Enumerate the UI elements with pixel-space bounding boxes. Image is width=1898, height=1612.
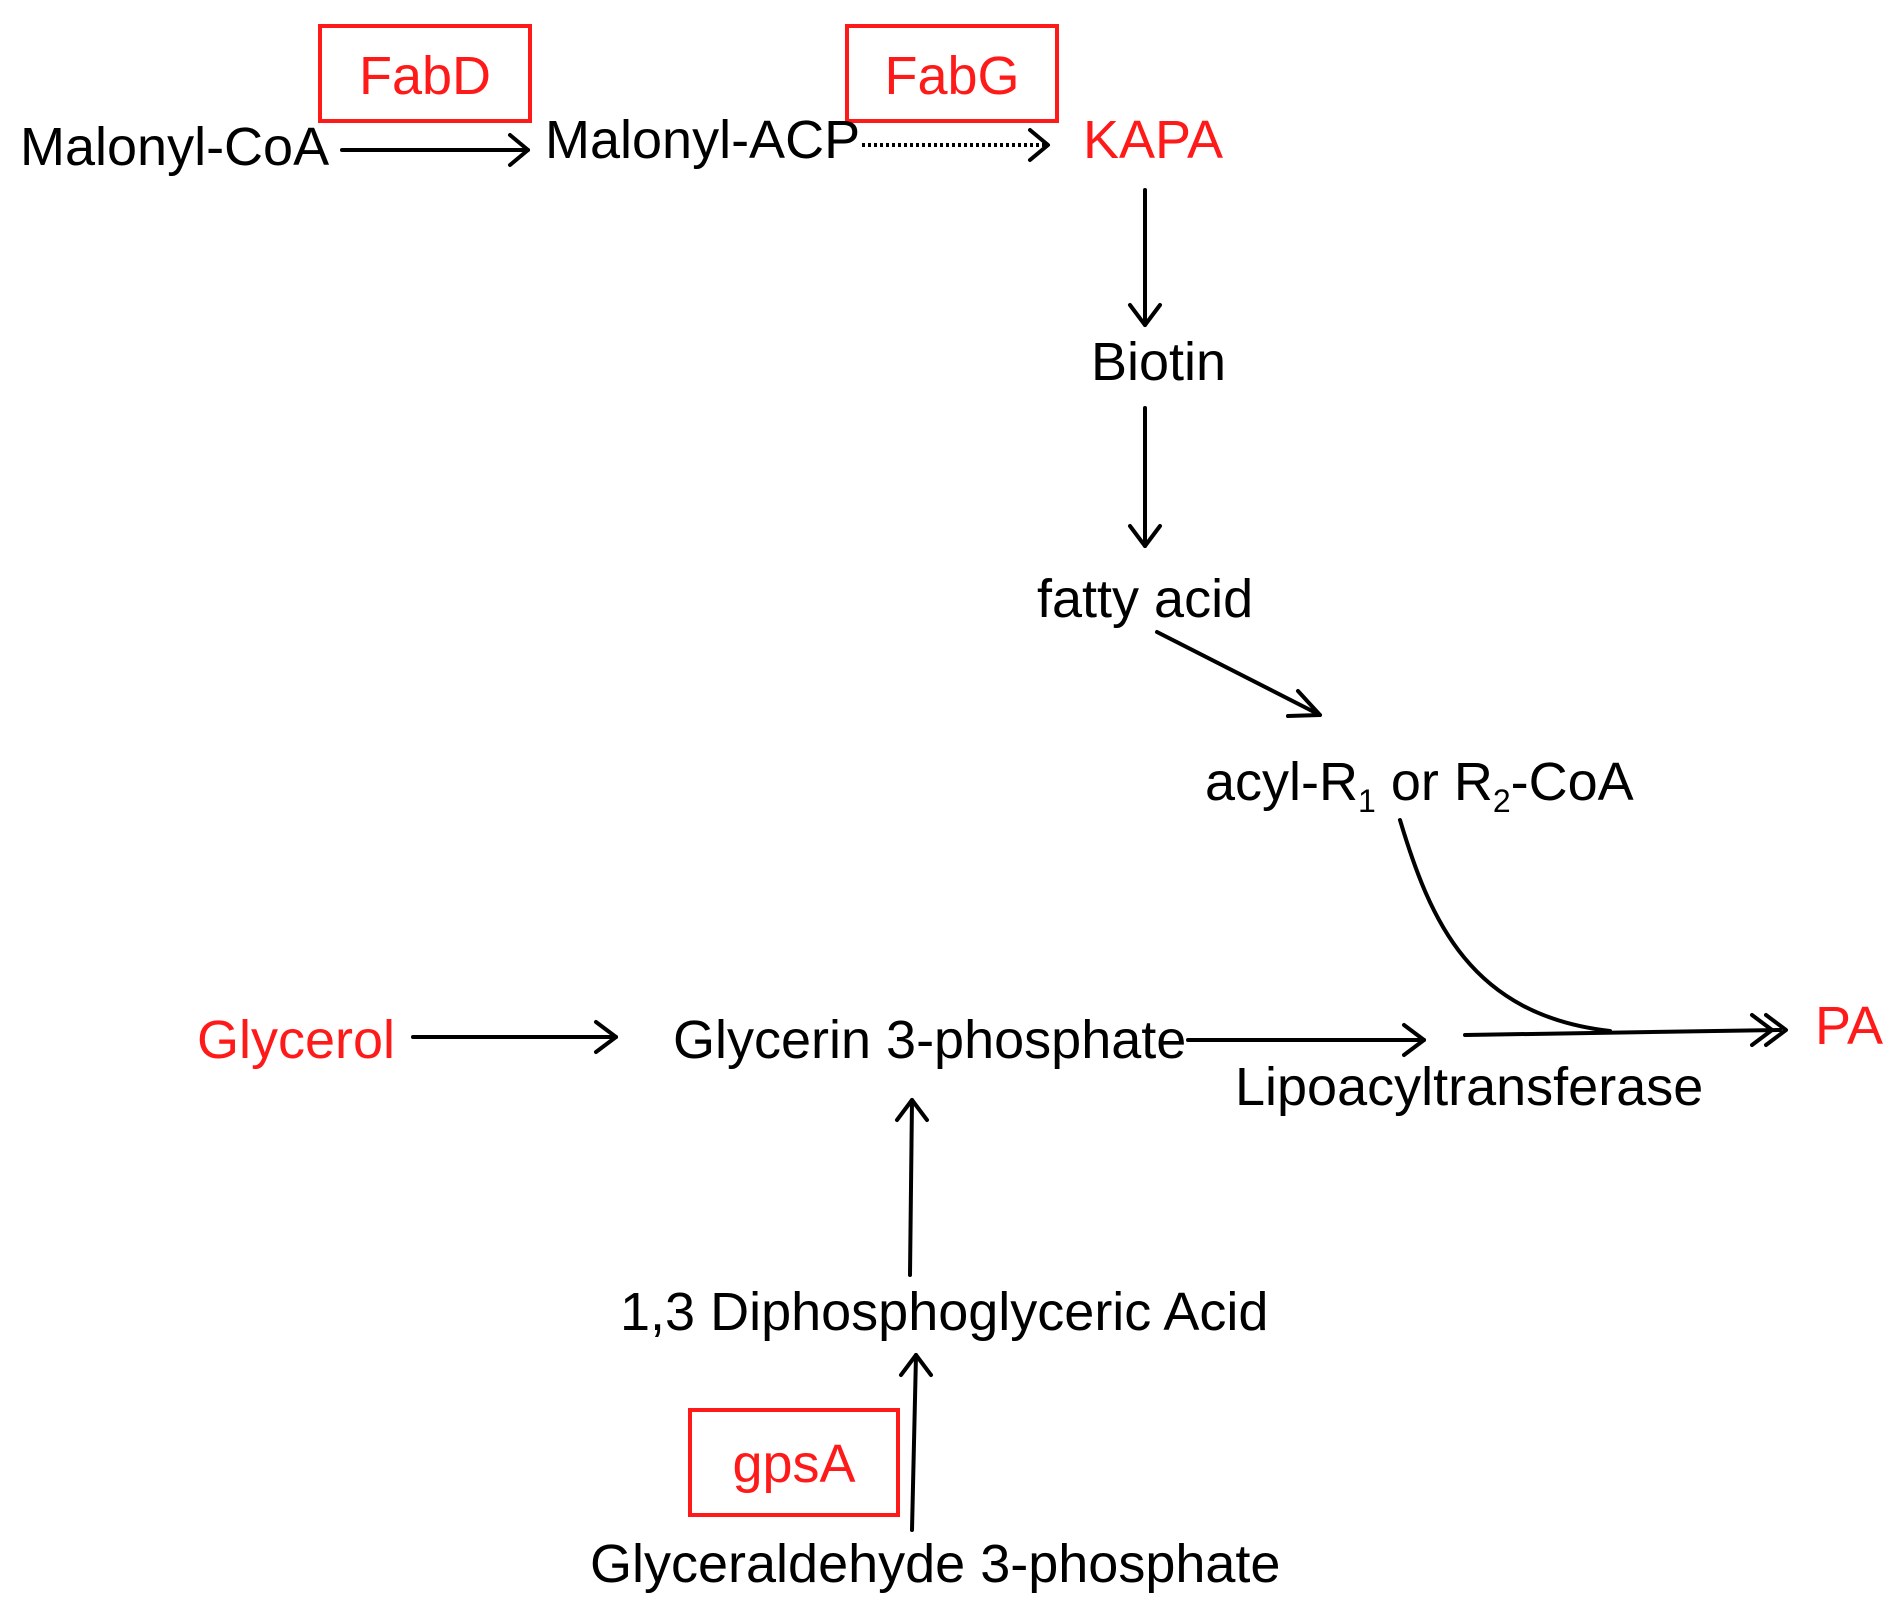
enzyme-fabg-box: [845, 24, 1059, 123]
arrow-glyceraldehyde-3-phosphate-to-diphosphoglyceric-acid: [899, 1353, 933, 1532]
node-lipoacyltransferase: Lipoacyltransferase: [1235, 1057, 1703, 1117]
acyl-subscript-2: 2: [1493, 783, 1511, 819]
arrow-acyl-coa-to-pa-curve: [1398, 818, 1612, 1033]
node-fatty-acid: fatty acid: [1037, 569, 1253, 629]
enzyme-fabd-label: FabD: [359, 46, 491, 106]
enzyme-gpsa-box: [688, 1408, 900, 1517]
arrow-glycerin-3-phosphate-to-lipoacyltransferase: [1186, 1023, 1426, 1057]
arrow-malonyl-acp-to-kapa: [862, 128, 1050, 162]
node-malonyl-coa: Malonyl-CoA: [20, 117, 329, 177]
acyl-suffix: -CoA: [1511, 752, 1634, 812]
arrow-fatty-acid-to-acyl-coa: [1155, 630, 1322, 718]
node-glycerin-3-phosphate: Glycerin 3-phosphate: [673, 1010, 1186, 1070]
enzyme-fabg-label: FabG: [884, 46, 1019, 106]
arrow-kapa-to-biotin: [1128, 188, 1162, 327]
arrow-biotin-to-fatty-acid: [1128, 406, 1162, 548]
arrow-diphosphoglyceric-acid-to-glycerin-3-phosphate: [895, 1098, 929, 1277]
node-diphosphoglyceric-acid: 1,3 Diphosphoglyceric Acid: [620, 1282, 1268, 1342]
node-biotin: Biotin: [1091, 332, 1226, 392]
node-malonyl-acp: Malonyl-ACP: [545, 110, 860, 170]
arrow-glycerol-to-glycerin-3-phosphate: [411, 1020, 618, 1054]
enzyme-fabd: FabD: [318, 24, 532, 123]
arrow-malonyl-coa-to-malonyl-acp: [340, 133, 530, 167]
arrow-lipoacyltransferase-to-pa: [1463, 1013, 1788, 1047]
acyl-middle: or R: [1376, 752, 1493, 812]
enzyme-fabg: FabG: [845, 24, 1059, 123]
enzyme-gpsa-label: gpsA: [732, 1434, 855, 1494]
node-pa: PA: [1815, 996, 1883, 1056]
acyl-subscript-1: 1: [1358, 783, 1376, 819]
acyl-prefix: acyl-R: [1205, 752, 1358, 812]
node-kapa: KAPA: [1083, 110, 1223, 170]
node-glycerol: Glycerol: [197, 1010, 395, 1070]
enzyme-fabd-box: [318, 24, 532, 123]
node-glyceraldehyde-3-phosphate: Glyceraldehyde 3-phosphate: [590, 1534, 1280, 1594]
enzyme-gpsa: gpsA: [688, 1408, 900, 1517]
node-acyl-coa: acyl-R1 or R2-CoA: [1205, 752, 1634, 819]
